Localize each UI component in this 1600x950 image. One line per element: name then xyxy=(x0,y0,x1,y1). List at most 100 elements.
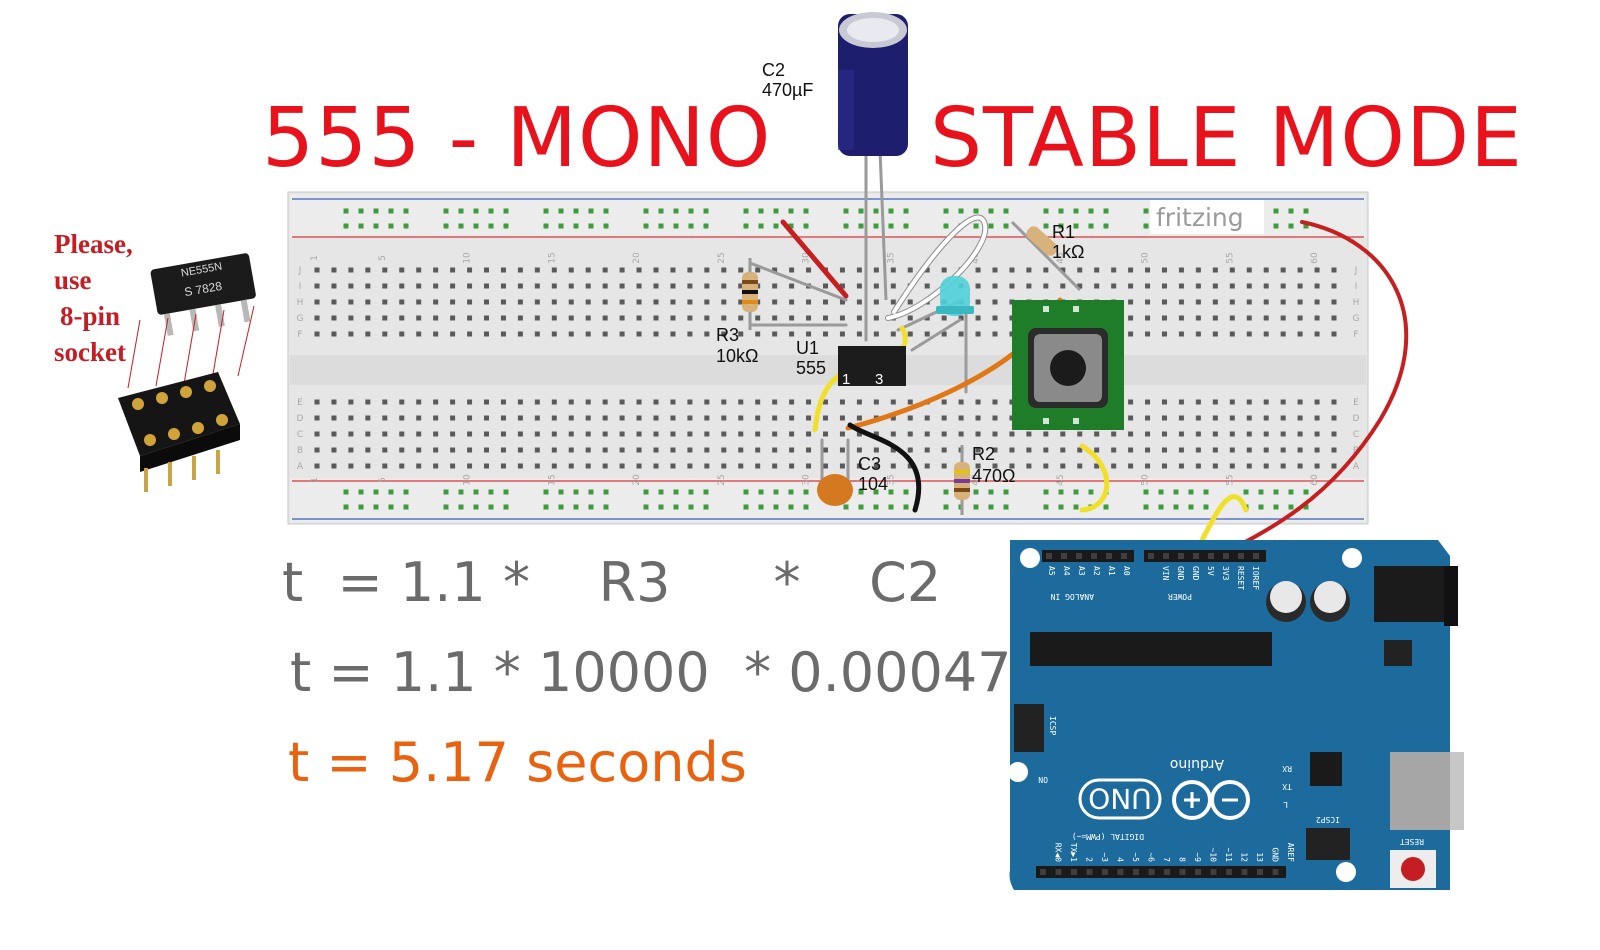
breadboard-hole xyxy=(1246,315,1252,321)
breadboard-hole xyxy=(348,331,354,337)
breadboard-hole xyxy=(755,415,761,421)
rail-hole xyxy=(673,489,679,495)
column-number: 30 xyxy=(802,474,812,486)
column-number: 25 xyxy=(717,474,727,485)
breadboard: 1155101015152020252530303535404045455050… xyxy=(287,191,1369,525)
breadboard-hole xyxy=(941,463,947,469)
rail-hole xyxy=(803,504,809,510)
socket-note-line4: socket xyxy=(54,337,126,367)
row-letter: B xyxy=(297,446,303,456)
breadboard-hole xyxy=(975,315,981,321)
breadboard-hole xyxy=(1229,415,1235,421)
breadboard-hole xyxy=(1280,283,1286,289)
breadboard-hole xyxy=(772,447,778,453)
breadboard-hole xyxy=(534,283,540,289)
power-pin-label: RESET xyxy=(1236,566,1245,590)
breadboard-hole xyxy=(992,283,998,289)
rail-hole xyxy=(643,223,649,229)
rail-hole xyxy=(703,489,709,495)
breadboard-hole xyxy=(873,399,879,405)
breadboard-hole xyxy=(1111,283,1117,289)
rail-hole xyxy=(358,489,364,495)
breadboard-hole xyxy=(772,415,778,421)
rail-hole xyxy=(1143,223,1149,229)
breadboard-hole xyxy=(365,463,371,469)
breadboard-hole xyxy=(602,331,608,337)
breadboard-hole xyxy=(585,299,591,305)
rail-hole xyxy=(443,489,449,495)
breadboard-hole xyxy=(602,463,608,469)
breadboard-hole xyxy=(738,267,744,273)
rail-hole xyxy=(803,489,809,495)
breadboard-hole xyxy=(382,331,388,337)
header-strip xyxy=(1036,866,1286,878)
breadboard-hole xyxy=(450,299,456,305)
rail-hole xyxy=(688,208,694,214)
breadboard-hole xyxy=(534,431,540,437)
rail-hole xyxy=(1058,489,1064,495)
breadboard-hole xyxy=(568,431,574,437)
rail-hole xyxy=(503,489,509,495)
socket-note-line2: use xyxy=(54,265,92,295)
header-pin xyxy=(1061,553,1067,559)
u1-pin3: 3 xyxy=(875,371,883,388)
breadboard-hole xyxy=(755,463,761,469)
rail-hole xyxy=(358,504,364,510)
rail-hole xyxy=(1003,208,1009,214)
rail-hole xyxy=(488,504,494,510)
breadboard-hole xyxy=(1145,331,1151,337)
breadboard-hole xyxy=(992,447,998,453)
breadboard-hole xyxy=(314,299,320,305)
breadboard-hole xyxy=(1162,283,1167,289)
breadboard-hole xyxy=(1162,299,1167,305)
breadboard-hole xyxy=(416,415,422,421)
column-number: 5 xyxy=(378,255,388,261)
breadboard-hole xyxy=(365,399,371,405)
breadboard-hole xyxy=(636,399,642,405)
breadboard-hole xyxy=(399,331,405,337)
breadboard-hole xyxy=(873,447,879,453)
breadboard-hole xyxy=(806,399,812,405)
breadboard-hole xyxy=(1162,331,1167,337)
breadboard-hole xyxy=(1246,267,1252,273)
breadboard-hole xyxy=(399,299,405,305)
breadboard-hole xyxy=(704,315,710,321)
rail-hole xyxy=(788,489,794,495)
rail-hole xyxy=(1158,489,1164,495)
breadboard-hole xyxy=(331,447,337,453)
breadboard-hole xyxy=(958,415,964,421)
breadboard-hole xyxy=(1128,415,1134,421)
rail-hole xyxy=(858,208,864,214)
breadboard-hole xyxy=(738,399,744,405)
breadboard-hole xyxy=(331,399,337,405)
digital-pin-label: 4 xyxy=(1116,857,1125,862)
rail-hole xyxy=(643,489,649,495)
rail-hole xyxy=(1103,208,1109,214)
breadboard-hole xyxy=(365,283,371,289)
breadboard-hole xyxy=(1229,331,1235,337)
breadboard-hole xyxy=(399,267,405,273)
header-pin xyxy=(1055,869,1062,875)
breadboard-hole xyxy=(890,267,896,273)
header-strip xyxy=(1042,550,1134,562)
rail-hole xyxy=(343,489,349,495)
rail-hole xyxy=(943,208,949,214)
breadboard-hole xyxy=(450,315,456,321)
led xyxy=(936,276,974,316)
header-pin xyxy=(1208,553,1214,559)
header-pin xyxy=(1040,869,1046,875)
rail-hole xyxy=(473,208,479,214)
power-label: POWER xyxy=(1168,592,1192,601)
breadboard-hole xyxy=(1178,299,1184,305)
breadboard-hole xyxy=(450,447,456,453)
breadboard-hole xyxy=(585,315,591,321)
breadboard-hole xyxy=(823,447,828,453)
breadboard-hole xyxy=(416,267,422,273)
header-pin xyxy=(1091,553,1097,559)
breadboard-hole xyxy=(1178,431,1184,437)
breadboard-hole xyxy=(484,415,489,421)
breadboard-hole xyxy=(873,283,879,289)
rail-hole xyxy=(488,489,494,495)
